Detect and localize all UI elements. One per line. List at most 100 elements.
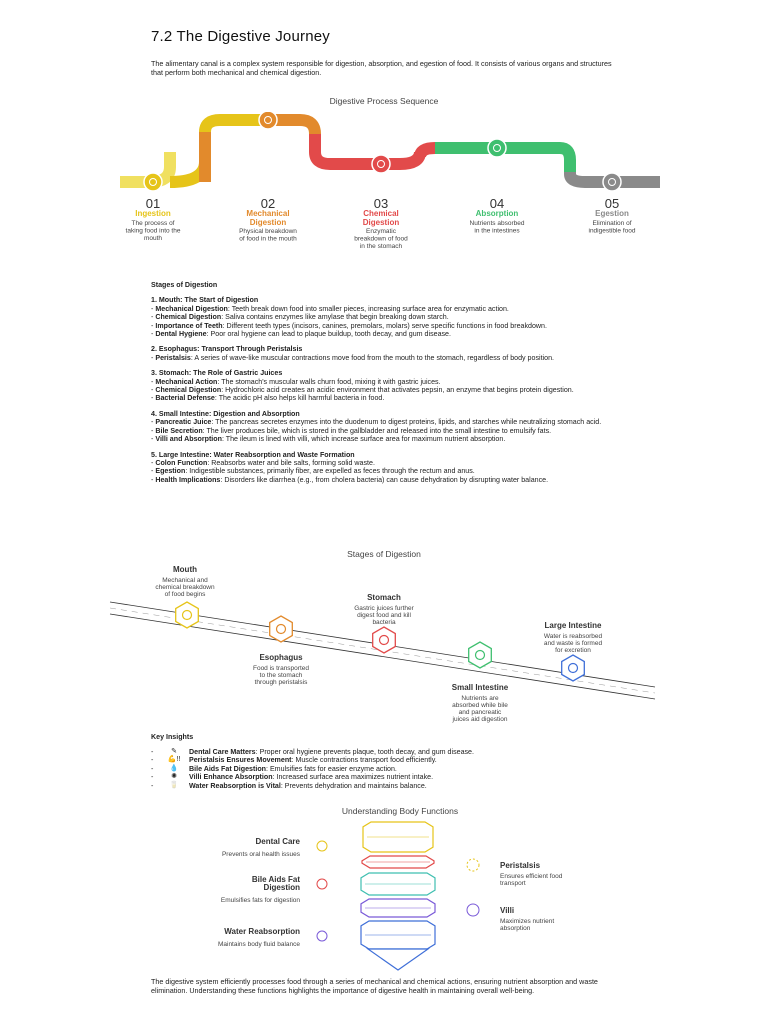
bullet-dash: -	[151, 764, 154, 773]
toothbrush-icon: ✎	[171, 747, 177, 755]
dental-care-icon	[316, 840, 328, 852]
stage-item: - Dental Hygiene: Poor oral hygiene can …	[151, 330, 451, 339]
step-name: Absorption	[476, 209, 519, 218]
stage-node-description: to the stomach	[260, 672, 303, 679]
function-description: Ensures efficient food	[500, 873, 563, 880]
stage-node-description: Gastric juices further	[354, 605, 414, 612]
insights-heading: Key Insights	[151, 733, 194, 741]
process-figure-title: Digestive Process Sequence	[329, 96, 439, 106]
function-layer-2	[361, 855, 435, 869]
insight-text: Peristalsis Ensures Movement: Muscle con…	[189, 756, 437, 765]
stage-node-description: for excretion	[555, 647, 591, 654]
intestine-icon	[487, 138, 507, 158]
stage-node-description: of food begins	[165, 591, 207, 598]
function-description: Maintains body fluid balance	[218, 941, 300, 948]
insight-label: Peristalsis Ensures Movement	[189, 756, 292, 765]
stage-item-label: Pancreatic Juice	[155, 418, 212, 427]
function-description: transport	[500, 880, 526, 887]
step-description: mouth	[144, 235, 162, 242]
function-description: Emulsifies fats for digestion	[221, 897, 301, 904]
stage-node-description: and waste is formed	[544, 640, 603, 647]
stage-node-description: Water is reabsorbed	[544, 633, 603, 640]
bullet-dash: -	[151, 747, 154, 756]
stage-item-text: : The ileum is lined with villi, which i…	[221, 435, 506, 444]
insight-item: -💪!!Peristalsis Ensures Movement: Muscle…	[151, 756, 621, 765]
stage-section: 1. Mouth: The Start of Digestion- Mechan…	[151, 296, 621, 338]
stage-node-description: through peristalsis	[255, 679, 308, 686]
stage-item-label: Bacterial Defense	[155, 394, 215, 403]
stage-item-label: Peristalsis	[155, 353, 191, 362]
stomach-icon	[372, 626, 396, 654]
villi-icon	[466, 903, 480, 917]
villi-icon: ✺	[171, 773, 177, 781]
stage-section: 4. Small Intestine: Digestion and Absorp…	[151, 410, 621, 444]
function-name: Peristalsis	[500, 861, 541, 870]
stage-item: - Health Implications: Disorders like di…	[151, 475, 549, 484]
intro-paragraph: The alimentary canal is a complex system…	[151, 59, 612, 77]
stage-node-description: and pancreatic	[459, 709, 502, 716]
stage-section: 5. Large Intestine: Water Reabsorption a…	[151, 451, 621, 485]
step-name: Mechanical	[246, 209, 289, 218]
food-bowl-icon	[143, 172, 163, 192]
stage-section-heading: 2. Esophagus: Transport Through Peristal…	[151, 345, 303, 354]
stages-figure-title: Stages of Digestion	[347, 549, 421, 559]
step-name: Chemical	[363, 209, 399, 218]
stage-item: - Villi and Absorption: The ileum is lin…	[151, 435, 506, 444]
stage-item: - Bile Secretion: The liver produces bil…	[151, 426, 552, 435]
peristalsis-icon	[466, 858, 480, 872]
small-intestine-icon	[468, 641, 492, 669]
step-number: 04	[490, 196, 504, 211]
step-name-line2: Digestion	[250, 218, 287, 227]
step-description: Elimination of	[592, 220, 631, 227]
stage-section-heading: 1. Mouth: The Start of Digestion	[151, 296, 259, 305]
functions-figure-title: Understanding Body Functions	[341, 806, 459, 816]
function-layer-1	[362, 821, 434, 853]
stage-item-text: : A series of wave-like muscular contrac…	[190, 353, 554, 362]
step-description: breakdown of food	[354, 236, 408, 243]
outro-paragraph: The digestive system efficiently process…	[151, 977, 598, 995]
stage-section: 3. Stomach: The Role of Gastric Juices - …	[151, 369, 621, 403]
esophagus-icon	[269, 615, 293, 643]
stage-item: - Bacterial Defense: The acidic pH also …	[151, 394, 385, 403]
toilet-icon	[602, 172, 622, 192]
stage-node-description: Mechanical and	[162, 577, 208, 584]
step-description: taking food into the	[126, 228, 181, 235]
liver-icon	[316, 878, 328, 890]
function-name-line2: Digestion	[264, 883, 301, 892]
stage-item-label: Mechanical Action	[155, 377, 218, 386]
stage-item-text: : Poor oral hygiene can lead to plaque b…	[206, 330, 451, 339]
stage-item-text: : Different teeth types (incisors, canin…	[222, 321, 547, 330]
stage-node-description: juices aid digestion	[452, 716, 508, 723]
step-description: in the intestines	[474, 228, 520, 235]
stage-node-description: chemical breakdown	[155, 584, 215, 591]
stage-item-label: Health Implications	[155, 475, 221, 484]
stage-item: - Mechanical Digestion: Teeth break down…	[151, 304, 509, 313]
stage-item-text: : The pancreas secretes enzymes into the…	[211, 418, 602, 427]
stage-item-label: Egestion	[155, 467, 186, 476]
stage-node-description: digest food and kill	[357, 612, 411, 619]
stage-section: 2. Esophagus: Transport Through Peristal…	[151, 345, 621, 362]
stage-item: - Importance of Teeth: Different teeth t…	[151, 321, 547, 330]
stack-tip	[366, 948, 430, 971]
bullet-dash: -	[151, 773, 154, 782]
function-layer-3	[360, 872, 436, 896]
step-name: Egestion	[595, 209, 629, 218]
stage-section-heading: 3. Stomach: The Role of Gastric Juices	[151, 369, 283, 378]
stage-item-text: : Indigestible substances, primarily fib…	[185, 467, 475, 476]
function-name: Dental Care	[256, 837, 301, 846]
stage-item: - Pancreatic Juice: The pancreas secrete…	[151, 418, 602, 427]
step-number: 03	[374, 196, 388, 211]
